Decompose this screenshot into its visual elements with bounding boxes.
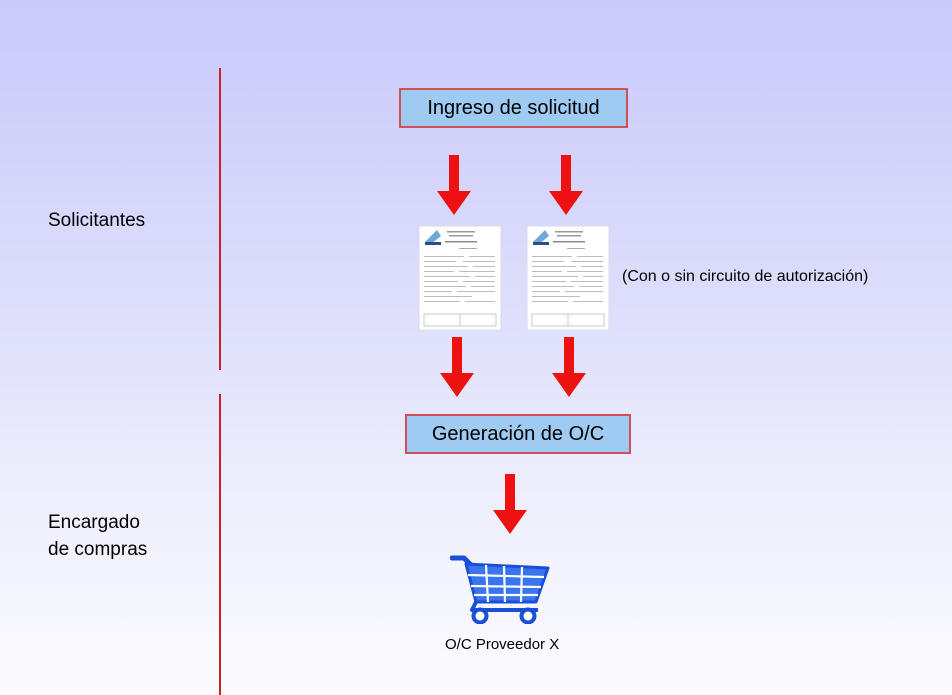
arrow-down-icon: [493, 474, 527, 534]
lane-label-encargado-de-compras: Encargado de compras: [48, 512, 148, 560]
node-ingreso-de-solicitud-label: Ingreso de solicitud: [427, 97, 600, 119]
node-generacion-de-oc: Generación de O/C: [405, 414, 631, 454]
supplier-po-caption: O/C Proveedor X: [445, 636, 560, 653]
node-ingreso-de-solicitud: Ingreso de solicitud: [399, 88, 628, 128]
request-form-document-icon: [527, 226, 609, 330]
authorization-note: (Con o sin circuito de autorización): [622, 268, 869, 285]
request-form-document-icon: [419, 226, 501, 330]
lane-divider-encargado: [219, 394, 221, 695]
lane-label-solicitantes: Solicitantes: [48, 210, 146, 231]
arrow-down-icon: [437, 155, 471, 215]
shopping-cart-icon: [450, 555, 550, 624]
arrow-down-icon: [552, 337, 586, 397]
lane-divider-solicitantes: [219, 68, 221, 370]
node-generacion-de-oc-label: Generación de O/C: [431, 423, 605, 445]
arrow-down-icon: [549, 155, 583, 215]
arrow-down-icon: [440, 337, 474, 397]
